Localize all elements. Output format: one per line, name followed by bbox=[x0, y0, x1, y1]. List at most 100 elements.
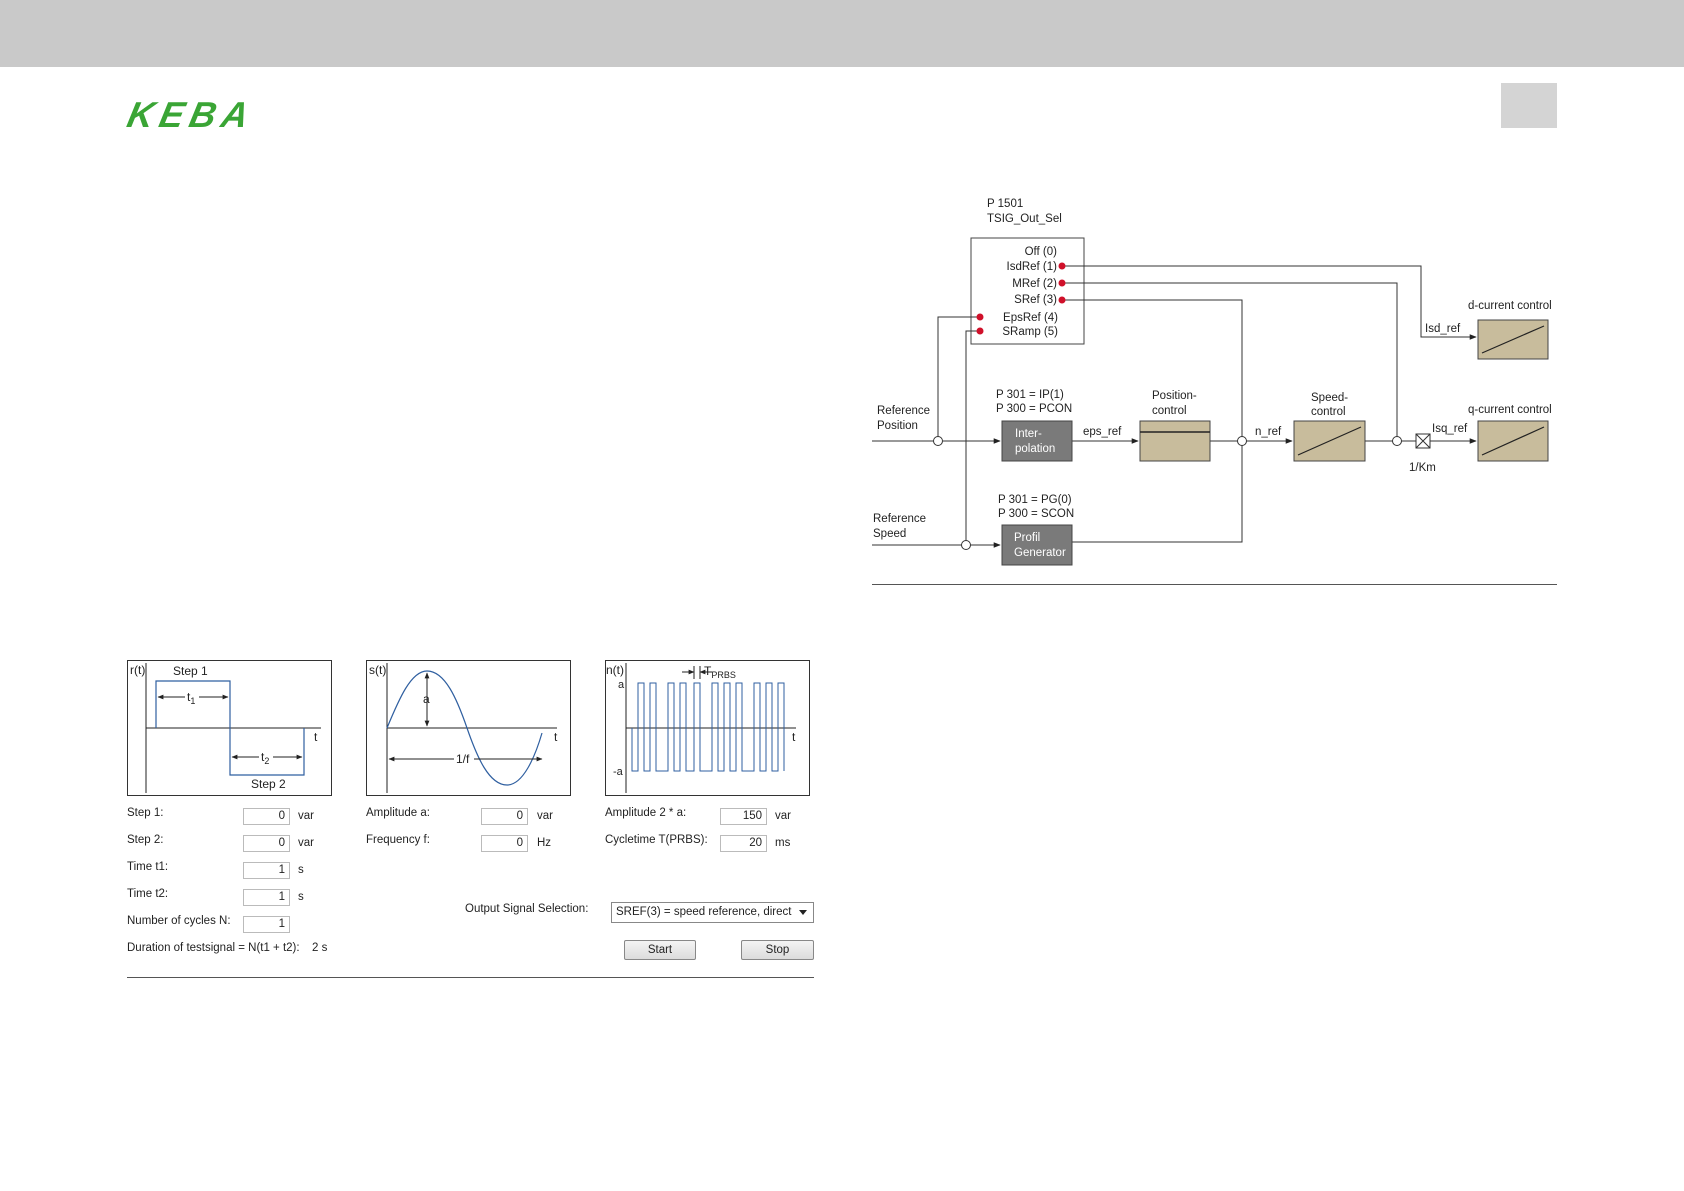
line-epsref bbox=[937, 316, 980, 441]
dot-sramp bbox=[976, 327, 984, 335]
sine-period-label: 1/f bbox=[456, 752, 470, 766]
duration-value: 2 s bbox=[312, 942, 328, 954]
isq-ref-label: Isq_ref bbox=[1432, 423, 1468, 435]
q-current-label: q-current control bbox=[1468, 404, 1552, 416]
selector-options: Off (0) IsdRef (1) MRef (2) SRef (3) Eps… bbox=[1002, 246, 1058, 338]
eps-ref-label: eps_ref bbox=[1083, 426, 1122, 438]
position-control-label-2: control bbox=[1152, 405, 1187, 417]
km-label: 1/Km bbox=[1409, 462, 1436, 474]
cycles-input[interactable]: 1 bbox=[243, 916, 290, 933]
step-xlabel: t bbox=[314, 730, 318, 744]
ref-speed-label-2: Speed bbox=[873, 528, 906, 540]
line-sref bbox=[1062, 299, 1243, 543]
time-t2-input[interactable]: 1 bbox=[243, 889, 290, 906]
page-number-box bbox=[1501, 83, 1557, 128]
speed-control-label-2: control bbox=[1311, 406, 1346, 418]
prbs-plot-panel: n(t) t a -a TPRBS bbox=[605, 660, 810, 796]
profil-label-1: Profil bbox=[1014, 532, 1040, 544]
step1-label: Step 1: bbox=[127, 807, 164, 819]
cycletime-unit: ms bbox=[775, 837, 791, 849]
profil-generator-block bbox=[1001, 524, 1073, 566]
step1-unit: var bbox=[298, 810, 314, 822]
amp2-unit: var bbox=[775, 810, 791, 822]
diagram-divider bbox=[872, 584, 1557, 585]
prbs-bottom-label: -a bbox=[613, 766, 624, 778]
time-t1-unit: s bbox=[298, 864, 304, 876]
cycles-label: Number of cycles N: bbox=[127, 915, 231, 927]
stop-button[interactable]: Stop bbox=[741, 940, 814, 960]
frequency-input[interactable]: 0 bbox=[481, 835, 528, 852]
d-current-label: d-current control bbox=[1468, 300, 1552, 312]
cycletime-label: Cycletime T(PRBS): bbox=[605, 834, 708, 846]
output-selection-label: Output Signal Selection: bbox=[465, 903, 589, 915]
sine-amp-label: a bbox=[423, 692, 430, 706]
sine-ylabel: s(t) bbox=[369, 663, 386, 677]
amplitude-unit: var bbox=[537, 810, 553, 822]
cycletime-input[interactable]: 20 bbox=[720, 835, 767, 852]
line-mref bbox=[1062, 282, 1398, 441]
dot-sref bbox=[1058, 296, 1066, 304]
n-ref-label: n_ref bbox=[1255, 426, 1282, 438]
interpolation-label-1: Inter- bbox=[1015, 428, 1042, 440]
amp2-input[interactable]: 150 bbox=[720, 808, 767, 825]
junction-mref bbox=[1392, 436, 1402, 446]
t2-sub: 2 bbox=[264, 756, 269, 766]
prbs-xlabel: t bbox=[792, 730, 796, 744]
chevron-down-icon bbox=[799, 910, 807, 915]
step2-label: Step 2 bbox=[251, 777, 286, 791]
profil-label-2: Generator bbox=[1014, 547, 1066, 559]
tprbs-label: T bbox=[704, 664, 712, 678]
selector-dots bbox=[976, 262, 1066, 335]
selector-option-mref: MRef (2) bbox=[1012, 278, 1057, 290]
pg-param-1: P 301 = PG(0) bbox=[998, 494, 1072, 506]
selector-option-isdref: IsdRef (1) bbox=[1007, 261, 1058, 273]
interpolation-label-2: polation bbox=[1015, 443, 1055, 455]
svg-text:t2: t2 bbox=[261, 750, 269, 766]
ref-position-label-1: Reference bbox=[877, 405, 930, 417]
top-banner bbox=[0, 0, 1684, 67]
isd-ref-label: Isd_ref bbox=[1425, 323, 1461, 335]
junction-position bbox=[933, 436, 943, 446]
line-isdref bbox=[1062, 265, 1477, 340]
step-plot-panel: r(t) t Step 1 Step 2 t1 t2 bbox=[127, 660, 332, 796]
t1-sub: 1 bbox=[190, 696, 195, 706]
selector-option-epsref: EpsRef (4) bbox=[1003, 312, 1058, 324]
junction-speed bbox=[961, 540, 971, 550]
amp2-label: Amplitude 2 * a: bbox=[605, 807, 687, 819]
time-t2-label: Time t2: bbox=[127, 888, 169, 900]
d-current-control-block bbox=[1477, 319, 1549, 360]
t1-label: t bbox=[187, 690, 191, 704]
speed-control-label-1: Speed- bbox=[1311, 392, 1348, 404]
step1-input[interactable]: 0 bbox=[243, 808, 290, 825]
start-button[interactable]: Start bbox=[624, 940, 696, 960]
ip-param-2: P 300 = PCON bbox=[996, 403, 1072, 415]
step2-input[interactable]: 0 bbox=[243, 835, 290, 852]
time-t1-label: Time t1: bbox=[127, 861, 169, 873]
step1-label: Step 1 bbox=[173, 664, 208, 678]
output-selection-dropdown[interactable]: SREF(3) = speed reference, direct bbox=[611, 902, 814, 923]
amplitude-label: Amplitude a: bbox=[366, 807, 430, 819]
position-control-label-1: Position- bbox=[1152, 390, 1197, 402]
keba-logo: KEBA bbox=[123, 94, 259, 135]
t2-label: t bbox=[261, 750, 265, 764]
dot-mref bbox=[1058, 279, 1066, 287]
control-structure-diagram: P 1501 TSIG_Out_Sel Off (0) IsdRef (1) M… bbox=[872, 198, 1552, 566]
junction-nref bbox=[1237, 436, 1247, 446]
selector-box bbox=[970, 237, 1085, 345]
selector-name: TSIG_Out_Sel bbox=[987, 213, 1062, 225]
amplitude-input[interactable]: 0 bbox=[481, 808, 528, 825]
prbs-signal bbox=[631, 682, 785, 772]
interpolation-block bbox=[1001, 420, 1073, 462]
step-signal bbox=[155, 680, 305, 776]
time-t1-input[interactable]: 1 bbox=[243, 862, 290, 879]
prbs-ylabel: n(t) bbox=[606, 663, 624, 677]
frequency-unit: Hz bbox=[537, 837, 552, 849]
pg-param-2: P 300 = SCON bbox=[998, 508, 1074, 520]
position-control-block bbox=[1139, 420, 1211, 462]
prbs-top-label: a bbox=[618, 679, 625, 691]
selector-option-sramp: SRamp (5) bbox=[1002, 326, 1058, 338]
sine-xlabel: t bbox=[554, 730, 558, 744]
line-sramp bbox=[965, 330, 980, 545]
svg-text:TPRBS: TPRBS bbox=[704, 664, 736, 680]
selector-option-off: Off (0) bbox=[1025, 246, 1058, 258]
